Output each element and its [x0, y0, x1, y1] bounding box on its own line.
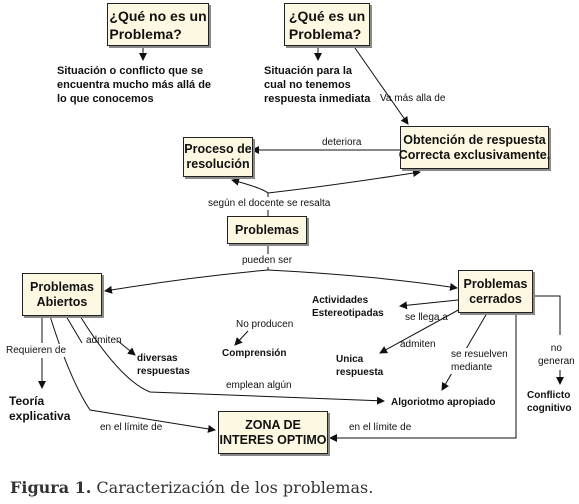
edge-pueden-abiertos	[104, 269, 269, 294]
edge-admiten-unica	[379, 307, 463, 354]
teoria-node: Teoría explicativa	[9, 394, 71, 423]
edge-segun-proceso	[231, 177, 269, 194]
algoritmo-node: Algoriotmo apropiado	[391, 397, 496, 408]
se-resuelven-label: se resuelven mediante	[451, 348, 508, 374]
limite-label-1: en el límite de	[100, 422, 163, 433]
caption-text: Caracterización de los problemas.	[91, 478, 374, 497]
obtencion-box: Obtención de respuesta Correcta exclusiv…	[399, 126, 550, 169]
actividades-node: Actividades Estereotipadas	[312, 295, 384, 319]
conflicto-node: Conflicto cognitivo	[527, 390, 572, 414]
edge-emplean	[79, 315, 385, 405]
no-generan-label: no generan	[538, 342, 575, 368]
edge-abiertos-limite	[49, 315, 216, 433]
proceso-box: Proceso de resolución	[183, 137, 253, 177]
edge-pueden-cerrados	[267, 269, 458, 291]
va-mas-alla-label: Va más alla de	[380, 93, 446, 104]
edge-admiten-diversas	[117, 340, 136, 356]
zona-box: ZONA DE INTERES OPTIMO	[218, 411, 328, 454]
unica-node: Unica respuesta	[336, 354, 384, 378]
comprension-node: Comprensión	[222, 348, 287, 359]
edge-va-mas-alla	[354, 47, 409, 125]
figure-caption: Figura 1. Caracterización de los problem…	[10, 478, 373, 497]
edge-no-generan-stem	[533, 295, 561, 335]
edge-segun-obtencion	[267, 169, 421, 194]
diversas-node: diversas respuestas	[137, 353, 190, 377]
cerrados-box: Problemas cerrados	[458, 270, 533, 313]
limite-label-2: en el límite de	[349, 422, 412, 433]
requieren-label: Requieren de	[6, 344, 67, 357]
edge-cerrados-limite	[329, 308, 517, 442]
edge-no-producen	[234, 330, 249, 346]
no-producen-label: No producen	[236, 319, 294, 330]
problemas-box: Problemas	[227, 216, 307, 244]
caption-label: Figura 1.	[10, 478, 92, 497]
situacion-para-node: Situación para la cual no tenemos respue…	[264, 65, 371, 105]
segun-label: según el docente se resalta	[208, 197, 331, 210]
admiten-label-2: admiten	[400, 339, 436, 350]
edge-admiten-stem	[65, 315, 83, 344]
abiertos-box: Problemas Abiertos	[22, 273, 102, 316]
pueden-ser-label: pueden ser	[242, 254, 293, 267]
admiten-label-1: admiten	[86, 335, 122, 346]
se-llega-label: se llega a	[405, 312, 448, 323]
deteriora-label: deteriora	[322, 137, 362, 148]
que-no-es-box: ¿Qué no es un Problema?	[107, 3, 209, 46]
situacion-conflicto-node: Situación o conflicto que se encuentra m…	[57, 65, 212, 105]
emplean-label: emplean algún	[226, 380, 292, 391]
edge-se-llega	[399, 299, 459, 310]
que-es-box: ¿Qué es un Problema?	[284, 3, 370, 46]
